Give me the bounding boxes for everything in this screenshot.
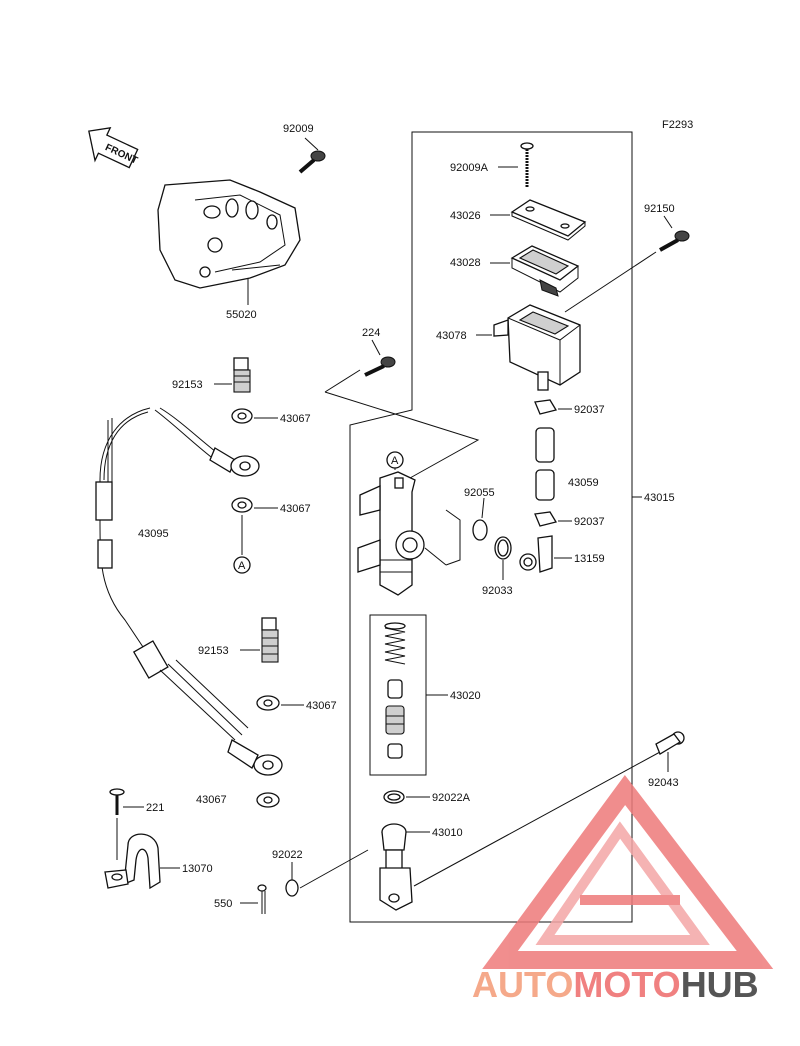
part-label-43067-a: 43067 xyxy=(280,413,311,425)
screw-92009A xyxy=(520,142,534,188)
part-label-92022A: 92022A xyxy=(432,792,471,804)
push-rod xyxy=(379,823,413,911)
part-label-43095: 43095 xyxy=(138,528,169,540)
part-label-43059: 43059 xyxy=(568,477,599,489)
part-label-92153-b: 92153 xyxy=(198,645,229,657)
bolt-92009 xyxy=(298,137,326,174)
part-label-92037-a: 92037 xyxy=(574,404,605,416)
marker-a-center-label: A xyxy=(391,455,399,467)
marker-a-left xyxy=(233,556,251,574)
part-label-43067-c: 43067 xyxy=(306,700,337,712)
part-label-224: 224 xyxy=(362,327,380,339)
reservoir-cap xyxy=(510,199,587,241)
reservoir-hose xyxy=(535,427,555,501)
part-label-43015: 43015 xyxy=(644,492,675,504)
part-label-92150: 92150 xyxy=(644,203,675,215)
assembly-frame xyxy=(349,131,633,923)
cotter-pin-550 xyxy=(257,884,267,914)
o-ring-92055 xyxy=(472,519,488,541)
part-label-92153-a: 92153 xyxy=(172,379,203,391)
part-label-55020: 55020 xyxy=(226,309,257,321)
diaphragm xyxy=(510,245,580,297)
part-label-13070: 13070 xyxy=(182,863,213,875)
brake-hose xyxy=(95,407,283,776)
part-label-92033: 92033 xyxy=(482,585,513,597)
banjo-bolt-bottom xyxy=(261,617,279,663)
part-label-43028: 43028 xyxy=(450,257,481,269)
part-label-92009: 92009 xyxy=(283,123,314,135)
front-arrow-icon: FRONT xyxy=(88,127,139,169)
watermark-moto: MOTO xyxy=(573,964,680,1005)
part-label-43026: 43026 xyxy=(450,210,481,222)
watermark-auto: AUTO xyxy=(472,964,573,1005)
watermark-hub: HUB xyxy=(681,964,759,1005)
part-label-92043: 92043 xyxy=(648,777,679,789)
clamp-13070 xyxy=(104,833,161,890)
part-label-43078: 43078 xyxy=(436,330,467,342)
piston-kit xyxy=(384,622,406,759)
marker-a-left-label: A xyxy=(238,560,246,572)
part-label-13159: 13159 xyxy=(574,553,605,565)
part-label-92055: 92055 xyxy=(464,487,495,499)
part-label-221: 221 xyxy=(146,802,164,814)
part-label-550: 550 xyxy=(214,898,232,910)
screw-221 xyxy=(109,788,125,815)
clip-bottom xyxy=(534,511,558,527)
bolt-92150 xyxy=(659,230,690,252)
watermark-text: AUTOMOTOHUB xyxy=(472,964,759,1005)
part-label-92037-b: 92037 xyxy=(574,516,605,528)
fitting-13159 xyxy=(519,535,553,573)
marker-a-center xyxy=(386,451,404,469)
banjo-bolt-top xyxy=(233,357,251,393)
pin-92043 xyxy=(655,731,685,755)
bolt-224 xyxy=(364,356,396,377)
clip-top xyxy=(534,399,558,415)
washer-92022 xyxy=(285,879,299,897)
part-label-92022: 92022 xyxy=(272,849,303,861)
master-cylinder-body xyxy=(357,471,461,596)
figure-code: F2293 xyxy=(662,119,693,131)
part-label-43020: 43020 xyxy=(450,690,481,702)
part-label-92009A: 92009A xyxy=(450,162,489,174)
part-label-43067-d: 43067 xyxy=(196,794,227,806)
reservoir xyxy=(493,304,581,391)
part-label-43010: 43010 xyxy=(432,827,463,839)
watermark-logo xyxy=(482,774,774,969)
part-label-43067-b: 43067 xyxy=(280,503,311,515)
bracket-guard xyxy=(157,179,301,289)
